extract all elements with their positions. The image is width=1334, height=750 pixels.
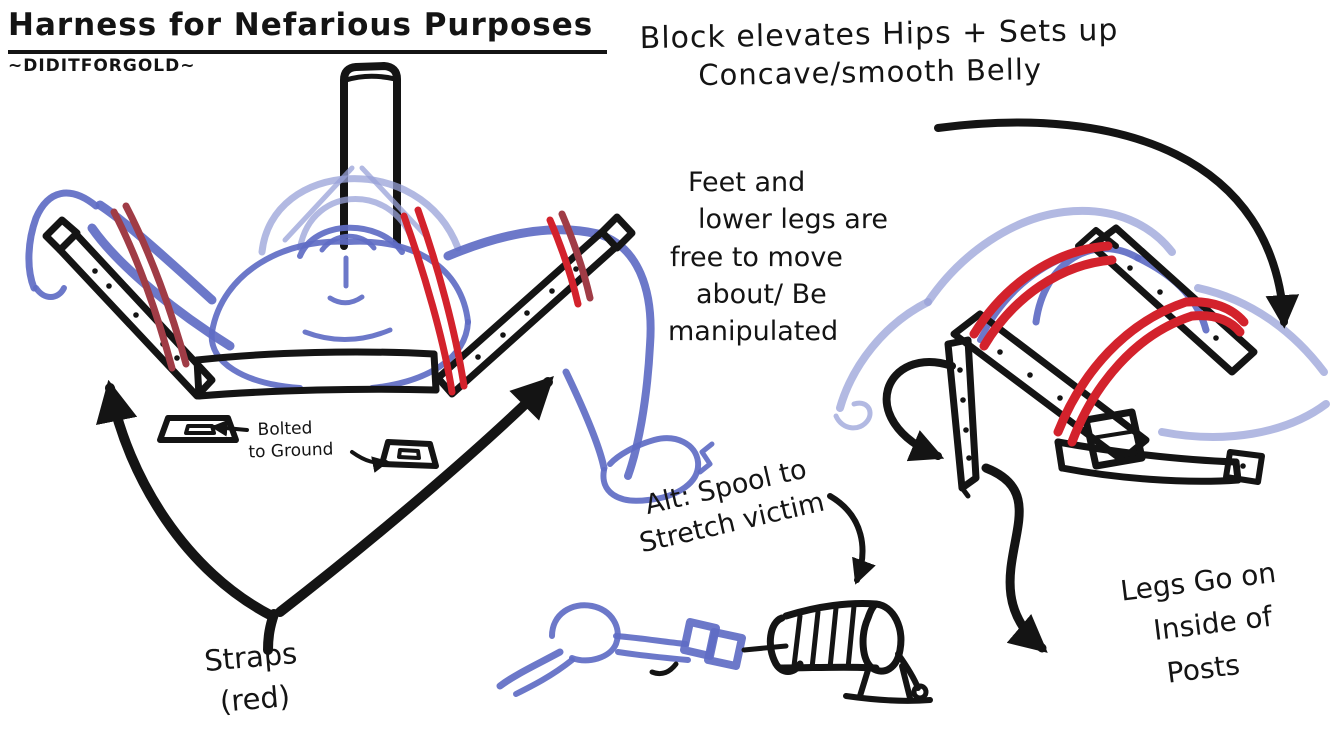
spool-drawing [496,600,933,704]
subject-figure-front [25,165,715,504]
pole-front [340,62,401,250]
note-line: Feet and [688,167,806,198]
harness-front-drawing [25,62,715,504]
arrow-legs-note [981,463,1048,653]
stretched-figure [496,602,746,697]
signature: ~DIDITFORGOLD~ [8,55,196,76]
spool-winch [649,600,933,704]
annotation-arrows [96,118,1300,655]
straps-side [969,241,1249,447]
note-line: (red) [218,678,292,719]
note-bolted-to-ground: Bolted to Ground [247,417,334,464]
note-line: manipulated [668,316,839,347]
note-legs-inside-posts: Legs Go on Inside of Posts [1118,551,1289,699]
note-line: Bolted [257,418,313,441]
note-line: free to move [670,241,843,273]
arrow-spool-note [827,493,876,585]
note-line: to Ground [248,439,334,463]
arrow-straps-stub [263,609,279,655]
note-line: Concave/smooth Belly [698,51,1043,92]
title-block: Harness for Nefarious Purposes ~DIDITFOR… [8,6,608,77]
note-block-elevates: Block elevates Hips + Sets up Concave/sm… [639,12,1119,94]
note-straps-red: Straps (red) [203,632,303,724]
arrow-straps-left [96,379,277,621]
note-line: about/ Be [696,278,827,310]
frame-side [944,224,1265,499]
arrow-block-note [934,118,1300,329]
note-line: lower legs are [698,204,888,236]
arrow-bolted-right [350,450,390,473]
harness-side-drawing [833,207,1330,499]
page-title: Harness for Nefarious Purposes [8,6,608,54]
arrow-bolted-left [210,419,249,437]
arrow-straps-right [275,376,554,617]
note-feet-free: Feet and lower legs are free to move abo… [662,164,888,350]
straps-front [110,202,594,396]
arrow-loop-side [882,358,956,462]
